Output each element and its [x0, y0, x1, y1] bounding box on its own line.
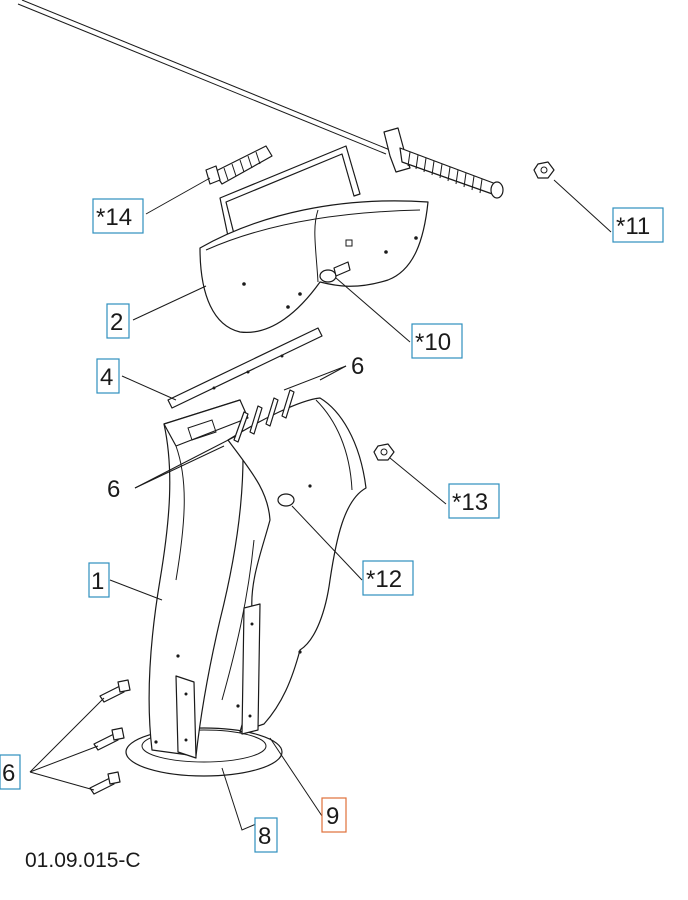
carriage-bolts-upper: [233, 389, 295, 443]
callout-8-text: 8: [258, 823, 271, 850]
callout-9: 9: [321, 797, 347, 833]
callout-12-text: *12: [366, 566, 402, 593]
callout-10: *10: [411, 323, 463, 359]
callout-14: *14: [92, 198, 144, 234]
nut-11: [533, 161, 555, 179]
callout-6-left: 6: [0, 754, 21, 790]
leader-lines: [29, 177, 612, 831]
callout-4-text: 4: [100, 364, 113, 391]
callout-11: *11: [612, 207, 664, 243]
callout-9-text: 9: [326, 803, 339, 830]
callout-13: *13: [448, 483, 500, 519]
mounting-plates: [175, 603, 261, 759]
callout-6-top-text: 6: [351, 353, 364, 380]
callout-6-mid-text: 6: [107, 476, 120, 503]
callout-1: 1: [88, 562, 110, 598]
carriage-bolts-left: [89, 679, 131, 795]
callout-8: 8: [254, 817, 278, 853]
drawing-number: 01.09.015-C: [25, 849, 141, 872]
callout-2: 2: [106, 303, 130, 339]
callout-6-left-text: 6: [2, 760, 15, 787]
callout-6-mid: 6: [107, 476, 120, 503]
callout-1-text: 1: [91, 568, 104, 595]
callout-11-text: *11: [616, 213, 650, 240]
callout-2-text: 2: [110, 309, 123, 336]
deflector-hood: [199, 145, 429, 333]
callout-13-text: *13: [452, 489, 488, 516]
callout-6-top: 6: [351, 353, 364, 380]
wear-strip: [167, 327, 323, 409]
spring-pin-14: [205, 145, 273, 185]
discharge-chute: [125, 397, 395, 777]
callout-4: 4: [96, 358, 120, 394]
callout-14-text: *14: [96, 204, 132, 231]
callout-12: *12: [362, 560, 414, 596]
callout-10-text: *10: [415, 329, 451, 356]
control-cable: [17, 0, 391, 155]
threaded-rod-assembly: [383, 127, 504, 199]
